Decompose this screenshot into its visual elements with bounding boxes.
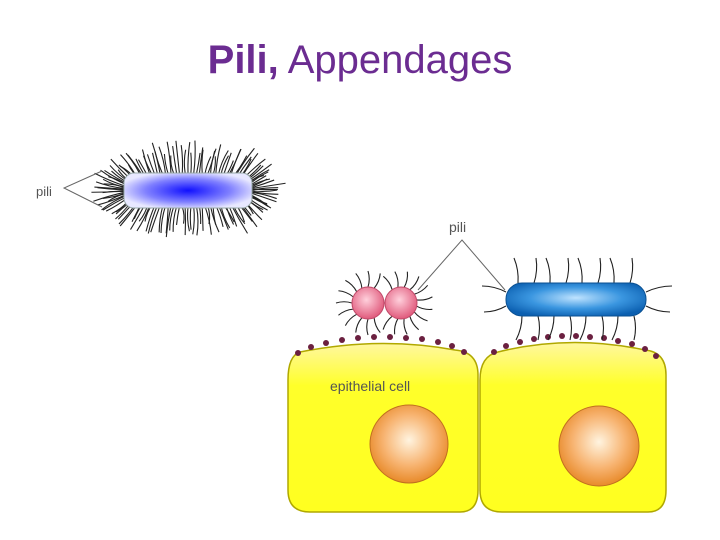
title-regular: Appendages — [287, 38, 513, 82]
receptor-dots — [295, 333, 659, 359]
epithelial-cell-label: epithelial cell — [330, 378, 410, 394]
coccus-left — [351, 286, 385, 320]
title-bold: Pili, — [207, 38, 279, 82]
pili-pointer-left — [62, 170, 103, 208]
pili-label-top: pili — [449, 219, 466, 235]
rod-bacterium-right — [505, 282, 647, 317]
slide-title: Pili, Appendages — [0, 38, 720, 83]
pili-pointer-top — [417, 239, 506, 291]
nucleus-left — [369, 404, 449, 484]
right-rod-pili — [481, 257, 673, 341]
pili-label-left: pili — [36, 184, 52, 199]
coccus-pili — [335, 270, 433, 336]
coccus-right — [384, 286, 418, 320]
rod-bacterium-left — [123, 172, 253, 209]
nucleus-right — [558, 405, 640, 487]
